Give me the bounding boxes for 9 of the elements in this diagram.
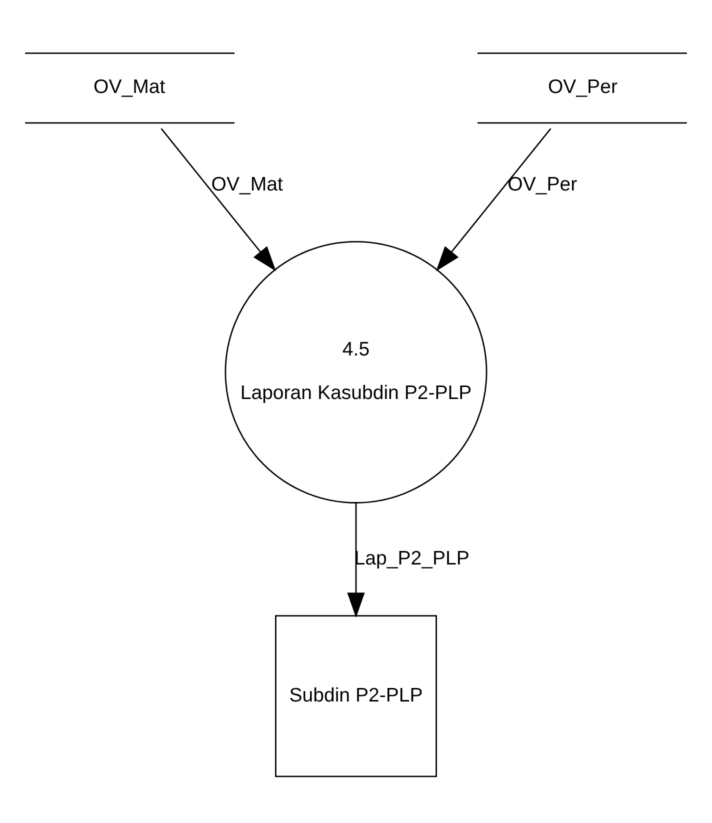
arrow	[436, 128, 552, 271]
node-box: Subdin P2-PLP	[275, 614, 437, 777]
node-text: OV_Mat	[94, 76, 166, 98]
edge-label: OV_Mat	[211, 172, 283, 195]
node-circle: 4.5 Laporan Kasubdin P2-PLP	[224, 240, 488, 503]
node-text: OV_Per	[548, 76, 618, 98]
edge-label: OV_Per	[508, 172, 578, 195]
edge-label: Lap_P2_PLP	[354, 546, 470, 569]
arrow	[160, 128, 276, 271]
